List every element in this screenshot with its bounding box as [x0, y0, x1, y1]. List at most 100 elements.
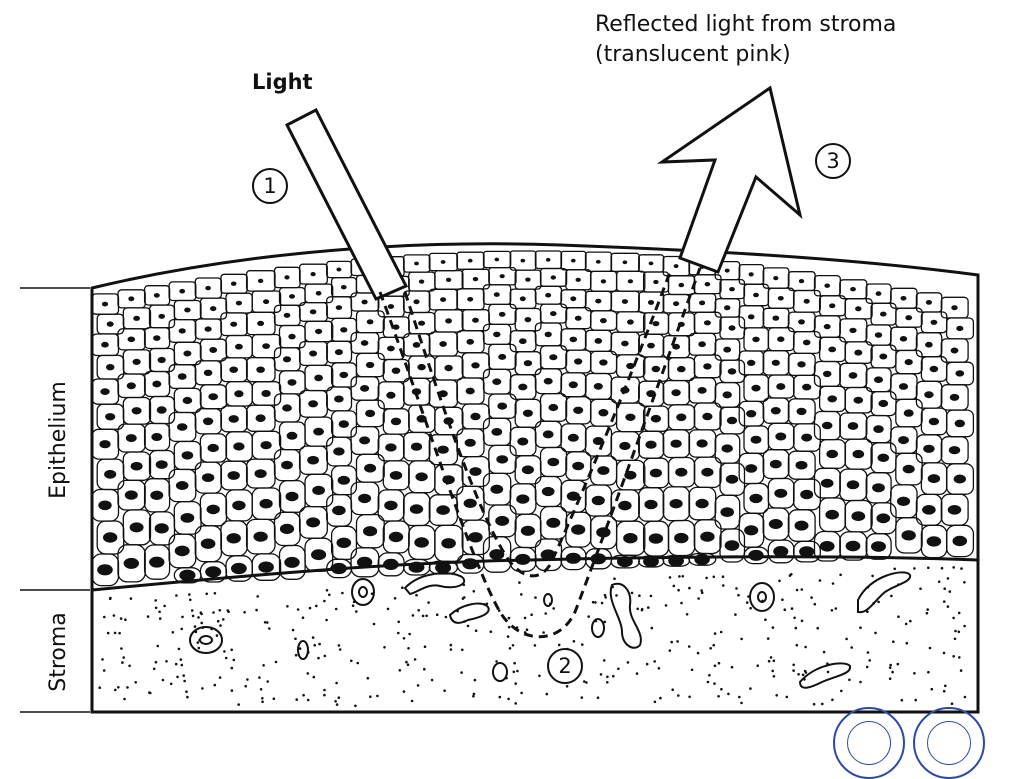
- stroma-dot: [657, 667, 661, 670]
- cell-nucleus: [466, 338, 475, 345]
- stroma-dot: [354, 704, 357, 708]
- cell-nucleus: [653, 279, 659, 285]
- cell-nucleus: [571, 258, 576, 263]
- stroma-dot: [218, 676, 222, 679]
- cell-nucleus: [440, 260, 446, 264]
- stroma-label: Stroma: [46, 612, 71, 692]
- stroma-dot: [158, 617, 162, 620]
- stroma-dot: [511, 644, 515, 647]
- cell-nucleus: [777, 296, 784, 301]
- stroma-dot: [416, 684, 420, 687]
- cell-nucleus: [677, 365, 686, 373]
- cell-nucleus: [619, 441, 631, 451]
- stroma-fibers: [189, 571, 912, 689]
- stroma-dot: [497, 609, 501, 612]
- cell-nucleus: [444, 364, 453, 372]
- cell-nucleus: [263, 299, 270, 305]
- cell-nucleus: [545, 292, 552, 298]
- stroma-dot: [272, 697, 276, 700]
- stroma-dot: [749, 606, 752, 610]
- cell-nucleus: [567, 433, 579, 442]
- cell-nucleus: [671, 389, 681, 397]
- cell-nucleus: [154, 523, 169, 534]
- cell-nucleus: [747, 314, 755, 320]
- cell-nucleus: [181, 451, 194, 460]
- stroma-dot: [892, 640, 895, 643]
- stroma-dot: [697, 597, 700, 600]
- stroma-dot: [474, 629, 478, 632]
- stroma-dot: [572, 640, 576, 643]
- cell-nucleus: [360, 385, 370, 392]
- cell-nucleus: [695, 498, 709, 509]
- stroma-dot: [152, 667, 156, 671]
- stroma-dot: [606, 681, 609, 684]
- stroma-dot: [719, 630, 723, 634]
- stroma-dot: [783, 608, 787, 611]
- cell-nucleus: [332, 505, 346, 516]
- cell-nucleus: [768, 519, 783, 529]
- cell-nucleus: [283, 312, 291, 318]
- stroma-dot: [102, 669, 106, 672]
- cell-nucleus: [464, 438, 476, 447]
- stroma-dot: [171, 631, 175, 634]
- stroma-dot: [223, 650, 226, 653]
- stroma-dot: [831, 582, 835, 585]
- stroma-dot: [868, 659, 871, 662]
- stroma-dot: [366, 676, 370, 680]
- stroma-dot: [520, 691, 523, 695]
- marker-1: 1: [252, 168, 288, 204]
- cell-nucleus: [519, 338, 527, 345]
- stroma-dot: [840, 689, 843, 693]
- cell-nucleus: [772, 315, 780, 321]
- cell-nucleus: [384, 500, 398, 511]
- stroma-dot: [259, 688, 263, 691]
- cell-nucleus: [418, 320, 426, 326]
- stroma-dot: [126, 686, 129, 689]
- stroma-dot: [764, 618, 767, 621]
- cell-nucleus: [703, 320, 711, 326]
- stroma-dot: [688, 695, 691, 699]
- cell-nucleus: [542, 430, 554, 439]
- cell-nucleus: [549, 354, 558, 361]
- cell-nucleus: [545, 257, 551, 262]
- stroma-dot: [193, 625, 197, 628]
- reflected-light-arrow: [656, 85, 803, 274]
- cell-nucleus: [927, 474, 941, 484]
- stroma-dot: [850, 646, 853, 649]
- stroma-dot: [943, 600, 946, 603]
- cell-nucleus: [903, 409, 914, 417]
- cell-nucleus: [418, 279, 425, 284]
- cell-nucleus: [896, 496, 911, 506]
- tissue-outline: [90, 242, 980, 714]
- cell-nucleus: [308, 400, 318, 408]
- stroma-dot: [810, 596, 813, 599]
- stroma-dot: [315, 604, 318, 608]
- cell-nucleus: [336, 267, 342, 272]
- cell-nucleus: [98, 500, 112, 511]
- stroma-dot: [940, 566, 944, 570]
- stroma-dot: [103, 615, 106, 619]
- stroma-dot: [169, 682, 173, 686]
- stroma-dot: [649, 594, 653, 598]
- cell-nucleus: [341, 285, 347, 290]
- cell-nucleus: [803, 298, 810, 304]
- stroma-dot: [154, 599, 157, 602]
- stroma-dot: [498, 695, 502, 699]
- cell-nucleus: [133, 315, 141, 321]
- cell-nucleus: [820, 478, 834, 488]
- seal-logo-right: [913, 707, 985, 779]
- stroma-dot: [591, 600, 595, 604]
- stroma-dot: [415, 593, 418, 597]
- stroma-dot: [552, 607, 555, 610]
- stroma-dot: [393, 597, 397, 600]
- stroma-dot: [406, 663, 410, 666]
- cell-nucleus: [209, 347, 218, 353]
- stroma-dot: [859, 626, 862, 629]
- cell-nucleus: [595, 298, 602, 304]
- stroma-dot: [727, 692, 730, 696]
- cell-nucleus: [123, 557, 139, 569]
- stroma-dot: [565, 685, 569, 688]
- cell-nucleus: [621, 299, 629, 304]
- stroma-dot: [197, 646, 201, 650]
- cell-nucleus: [675, 467, 688, 477]
